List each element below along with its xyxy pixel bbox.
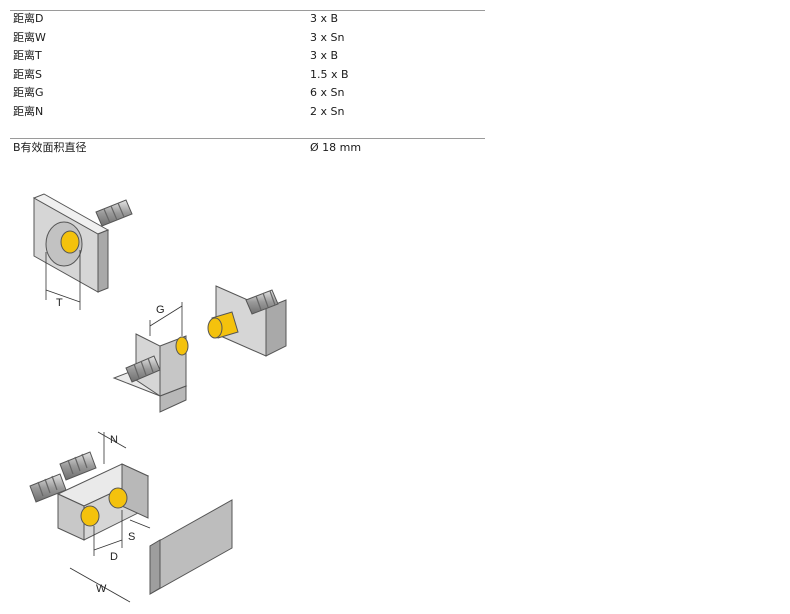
spec-row-w: 距离W 3 x Sn (10, 29, 485, 48)
diameter-row: B有效面积直径 Ø 18 mm (10, 139, 485, 158)
dimension-label-d: D (110, 551, 118, 563)
spec-row-g: 距离G 6 x Sn (10, 84, 485, 103)
figure-t-flush-mount: T (32, 193, 133, 310)
spec-row-t: 距离T 3 x B (10, 47, 485, 66)
spec-value: 2 x Sn (310, 104, 345, 118)
spec-value: 6 x Sn (310, 86, 345, 99)
diameter-table: B有效面积直径 Ø 18 mm (10, 139, 485, 158)
diameter-label: B有效面积直径 (13, 141, 87, 154)
spec-label: 距离N (13, 104, 44, 118)
sensor-face (175, 336, 189, 356)
spec-row-n: 距离N 2 x Sn (10, 103, 485, 122)
diameter-value: Ø 18 mm (310, 141, 362, 154)
spec-value: 3 x B (310, 12, 339, 25)
table-separator-rule (10, 138, 485, 139)
spec-value: 1.5 x B (310, 67, 349, 81)
dimension-label-n: N (110, 434, 118, 446)
dimension-label-w: W (96, 583, 107, 595)
spec-table: 距离D 3 x B 距离W 3 x Sn 距离T 3 x B 距离S 1.5 x… (10, 10, 485, 121)
dimension-label-s: S (128, 531, 135, 543)
sensor-face (80, 505, 100, 527)
spec-label: 距离S (13, 67, 42, 81)
spec-label: 距离T (13, 49, 42, 62)
sensor-thread (95, 199, 133, 227)
spec-label: 距离D (13, 12, 44, 25)
dimension-label-t: T (56, 297, 63, 309)
figure-ndsw-side-by-side: N S D W (29, 431, 233, 603)
spec-label: 距离W (13, 30, 46, 44)
dimension-label-g: G (156, 304, 165, 316)
spec-label: 距离G (13, 86, 44, 99)
table-top-rule (10, 10, 485, 11)
sensor-face (60, 230, 80, 254)
spec-row-d: 距离D 3 x B (10, 10, 485, 29)
spec-value: 3 x B (310, 49, 339, 62)
spec-value: 3 x Sn (310, 30, 345, 44)
sensor-face (108, 487, 128, 509)
spec-row-s: 距离S 1.5 x B (10, 66, 485, 85)
target-plate (149, 499, 233, 595)
figure-g-opposing-sensors: G (112, 285, 287, 413)
